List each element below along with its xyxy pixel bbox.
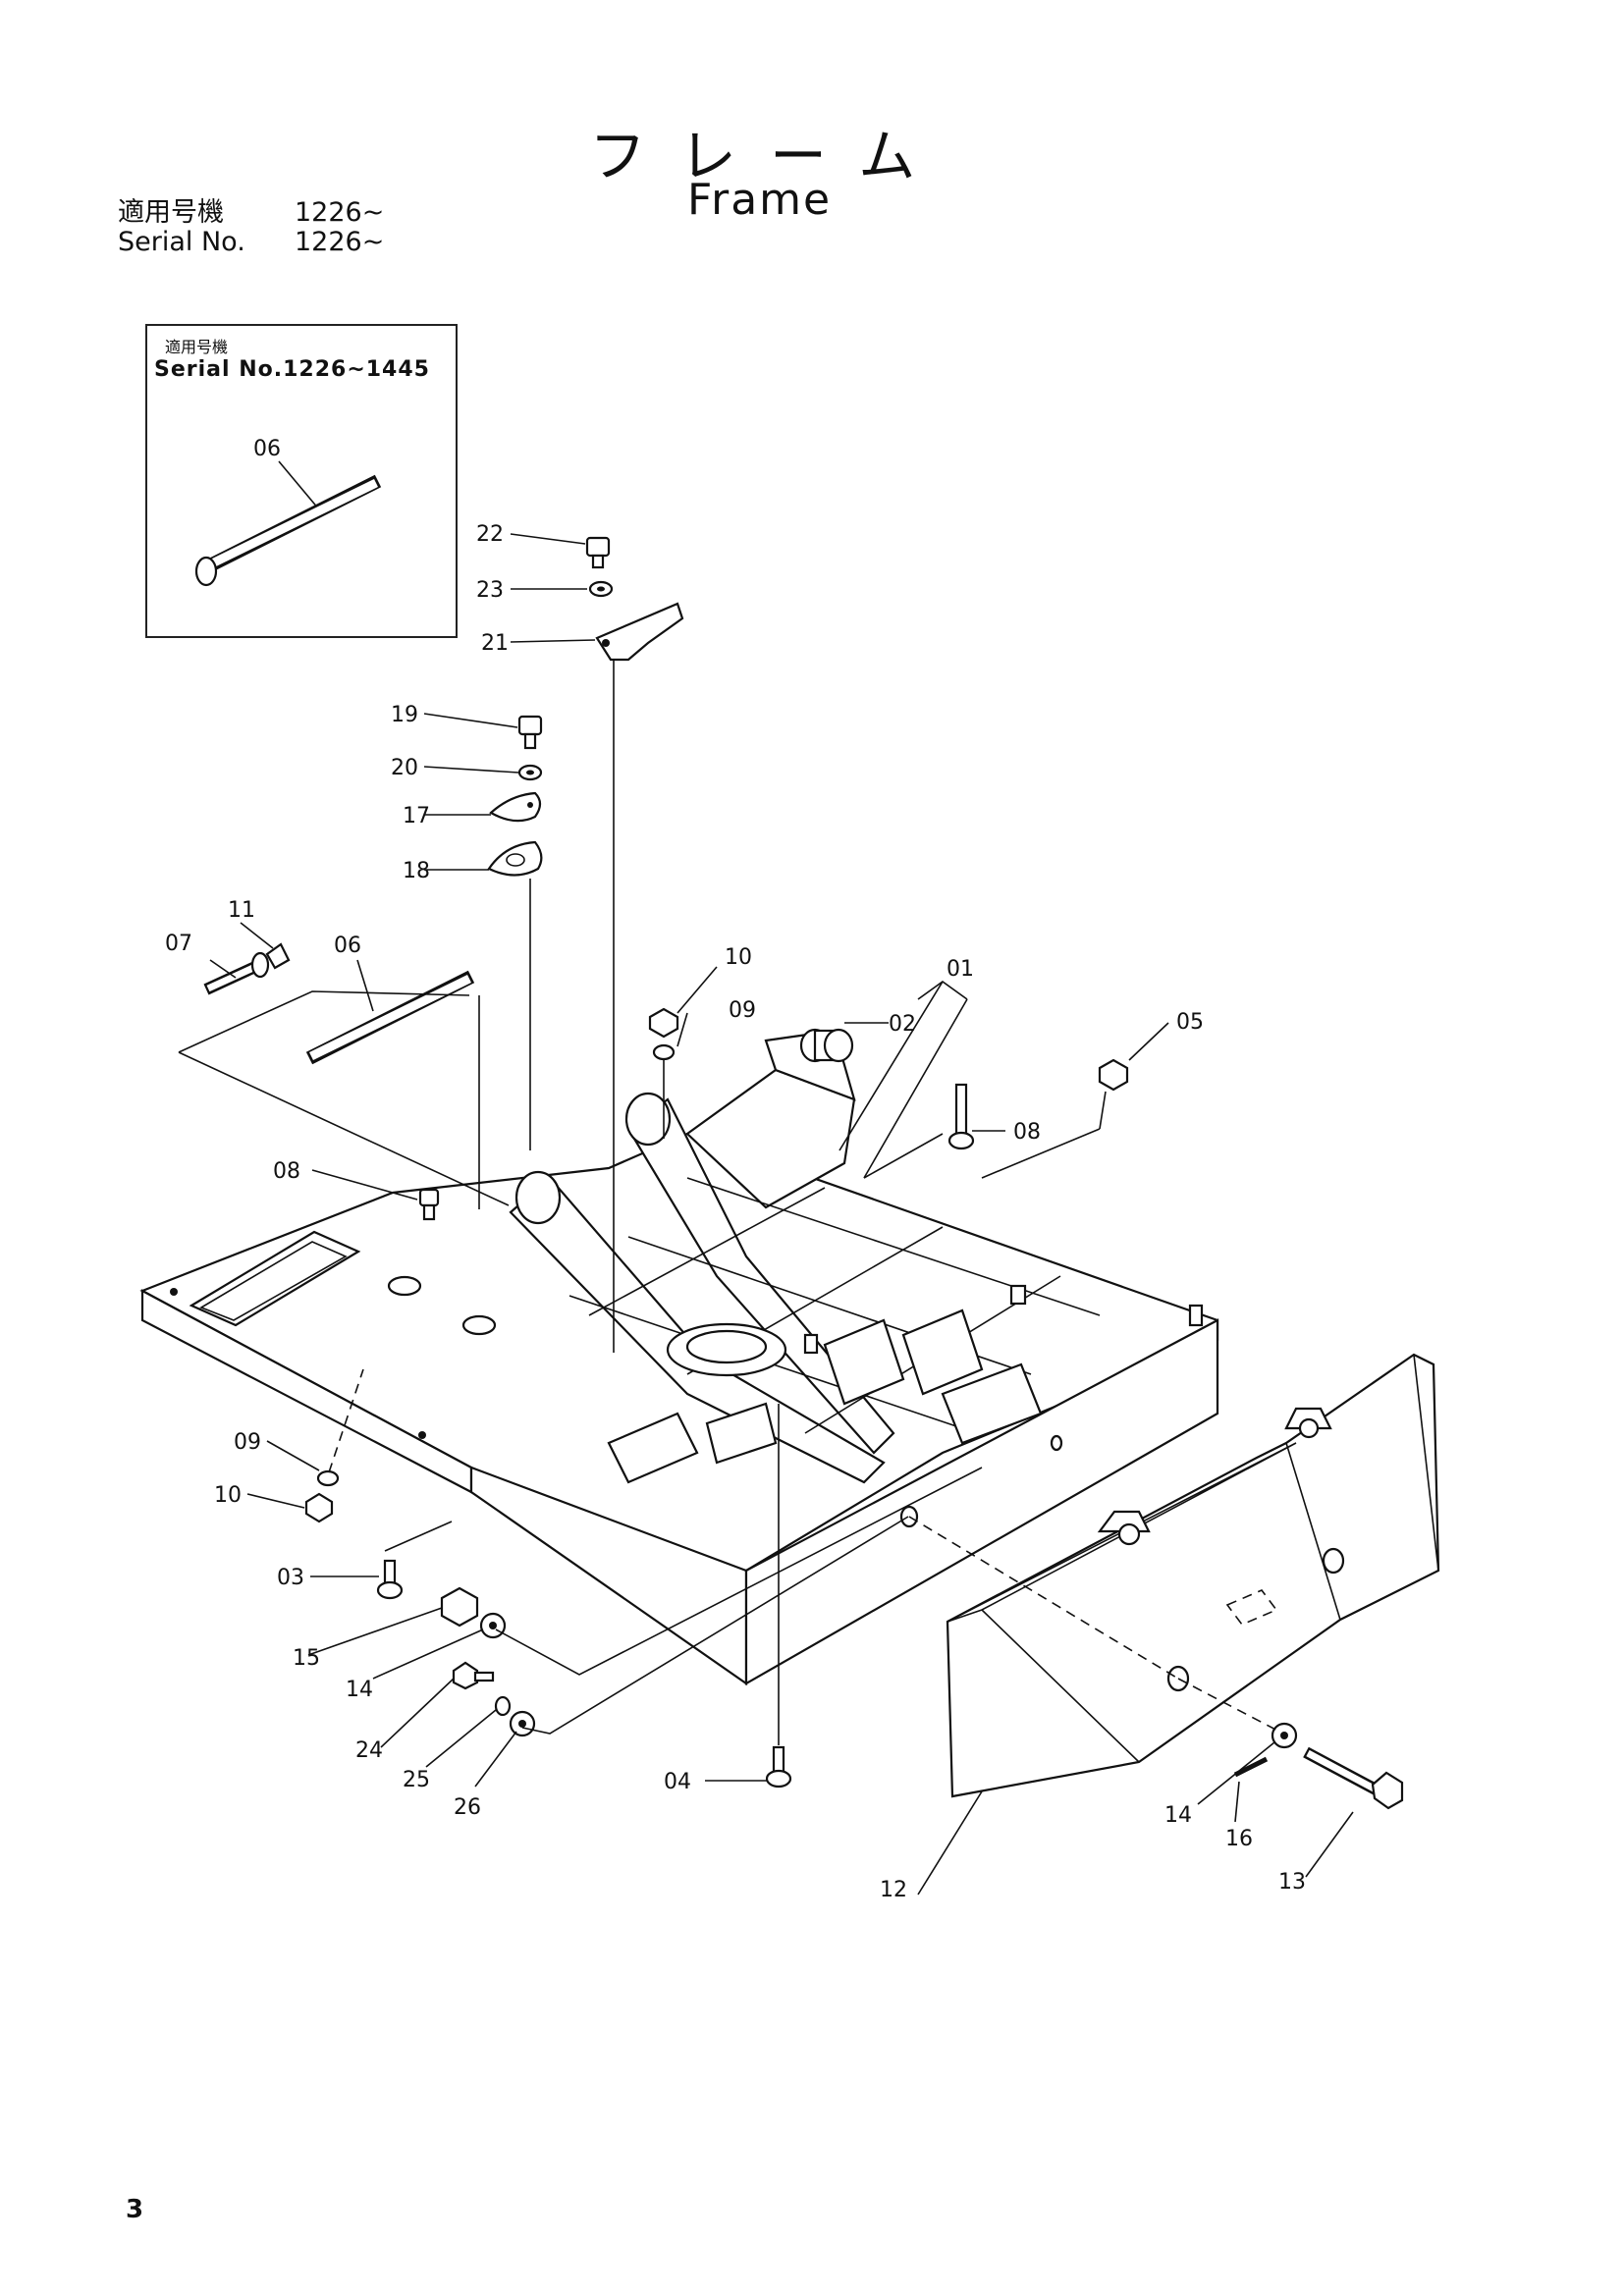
serial-row-english: Serial No. 1226~: [118, 228, 384, 257]
callout-09-lower: 09: [234, 1430, 261, 1455]
callout-05: 05: [1176, 1010, 1204, 1035]
callout-19: 19: [391, 703, 418, 727]
leader-lines: [178, 533, 1354, 1896]
main-frame: [139, 1029, 1219, 1686]
callout-22: 22: [476, 522, 504, 547]
serial-label-english: Serial No.: [118, 227, 245, 257]
page-title-japanese: フレーム: [589, 123, 949, 189]
inset-box: [145, 324, 458, 638]
serial-value-english: 1226~: [295, 227, 385, 257]
callout-24: 24: [355, 1738, 383, 1763]
callout-25: 25: [403, 1768, 430, 1792]
callout-13: 13: [1278, 1870, 1306, 1895]
callout-labels: 22 23 21 19 20 17 18 11 07 06 10 09 02 0…: [165, 522, 1306, 1902]
callout-08-right: 08: [1013, 1120, 1041, 1145]
callout-26: 26: [454, 1795, 481, 1820]
inset-label-japanese: 適用号機: [165, 338, 229, 356]
callout-06: 06: [334, 934, 361, 958]
serial-applicability: 適用号機 1226~ Serial No. 1226~: [118, 198, 384, 257]
callout-11: 11: [228, 898, 255, 923]
callout-17: 17: [403, 804, 430, 828]
callout-07: 07: [165, 932, 192, 956]
callout-01: 01: [947, 957, 974, 982]
page-title-english: Frame: [687, 175, 833, 225]
callout-inset-06: 06: [253, 437, 281, 461]
callout-03: 03: [277, 1566, 304, 1590]
callout-23: 23: [476, 578, 504, 603]
callout-08-left: 08: [273, 1159, 300, 1184]
callout-21: 21: [481, 631, 509, 656]
small-parts: [203, 536, 1404, 1810]
callout-14-right: 14: [1164, 1803, 1192, 1828]
callout-09-upper: 09: [729, 998, 756, 1023]
serial-label-japanese: 適用号機: [118, 197, 224, 228]
callout-20: 20: [391, 756, 418, 780]
callout-10-upper: 10: [725, 945, 752, 970]
callout-15: 15: [293, 1646, 320, 1671]
inset-pin-06: 06: [194, 437, 382, 587]
callout-12: 12: [880, 1878, 907, 1902]
callout-02: 02: [889, 1012, 916, 1037]
callout-04: 04: [664, 1770, 691, 1794]
serial-row-japanese: 適用号機 1226~: [118, 198, 384, 228]
callout-10-lower: 10: [214, 1483, 242, 1508]
counterweight: [946, 1353, 1440, 1798]
callout-18: 18: [403, 859, 430, 883]
callout-16: 16: [1225, 1827, 1253, 1851]
callout-14-left: 14: [346, 1678, 373, 1702]
page-number: 3: [126, 2195, 144, 2224]
inset-serial-range: Serial No.1226~1445: [154, 357, 430, 382]
serial-value-japanese: 1226~: [295, 197, 385, 228]
